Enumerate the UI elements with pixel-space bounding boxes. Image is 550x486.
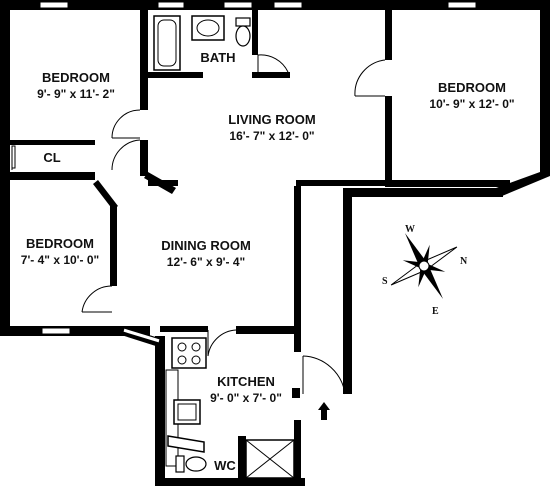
bedroom-top-left-dims: 9'- 9" x 11'- 2" bbox=[37, 87, 115, 101]
compass-n-label: N bbox=[460, 256, 468, 267]
living-room-name: LIVING ROOM bbox=[228, 112, 315, 127]
compass-w-label: W bbox=[405, 224, 415, 235]
wc-toilet bbox=[185, 456, 207, 472]
stove bbox=[171, 337, 207, 369]
refrigerator bbox=[167, 435, 205, 453]
closet-label: CL bbox=[43, 150, 60, 165]
interior-walls bbox=[0, 0, 510, 482]
bedroom-bottom-left-name: BEDROOM bbox=[26, 236, 94, 251]
bath-label: BATH bbox=[200, 50, 235, 65]
compass-e-label: E bbox=[432, 306, 439, 317]
bedroom-bottom-left-dims: 7'- 4" x 10'- 0" bbox=[21, 253, 99, 267]
toilet bbox=[235, 17, 251, 27]
kitchen-name: KITCHEN bbox=[217, 374, 275, 389]
windows bbox=[39, 1, 477, 344]
dining-room-dims: 12'- 6" x 9'- 4" bbox=[167, 255, 245, 269]
bedroom-top-left-name: BEDROOM bbox=[42, 70, 110, 85]
dining-room-name: DINING ROOM bbox=[161, 238, 251, 253]
kitchen-dims: 9'- 0" x 7'- 0" bbox=[210, 391, 282, 405]
bedroom-right-dims: 10'- 9" x 12'- 0" bbox=[429, 97, 514, 111]
bedroom-right-name: BEDROOM bbox=[438, 80, 506, 95]
compass-s-label: S bbox=[382, 276, 388, 287]
wc-label: WC bbox=[214, 458, 236, 473]
entry-arrow-icon bbox=[318, 402, 330, 420]
door-swings bbox=[81, 54, 386, 395]
living-room-dims: 16'- 7" x 12'- 0" bbox=[229, 129, 314, 143]
fixtures bbox=[153, 15, 300, 480]
compass-rose-icon bbox=[390, 233, 458, 299]
